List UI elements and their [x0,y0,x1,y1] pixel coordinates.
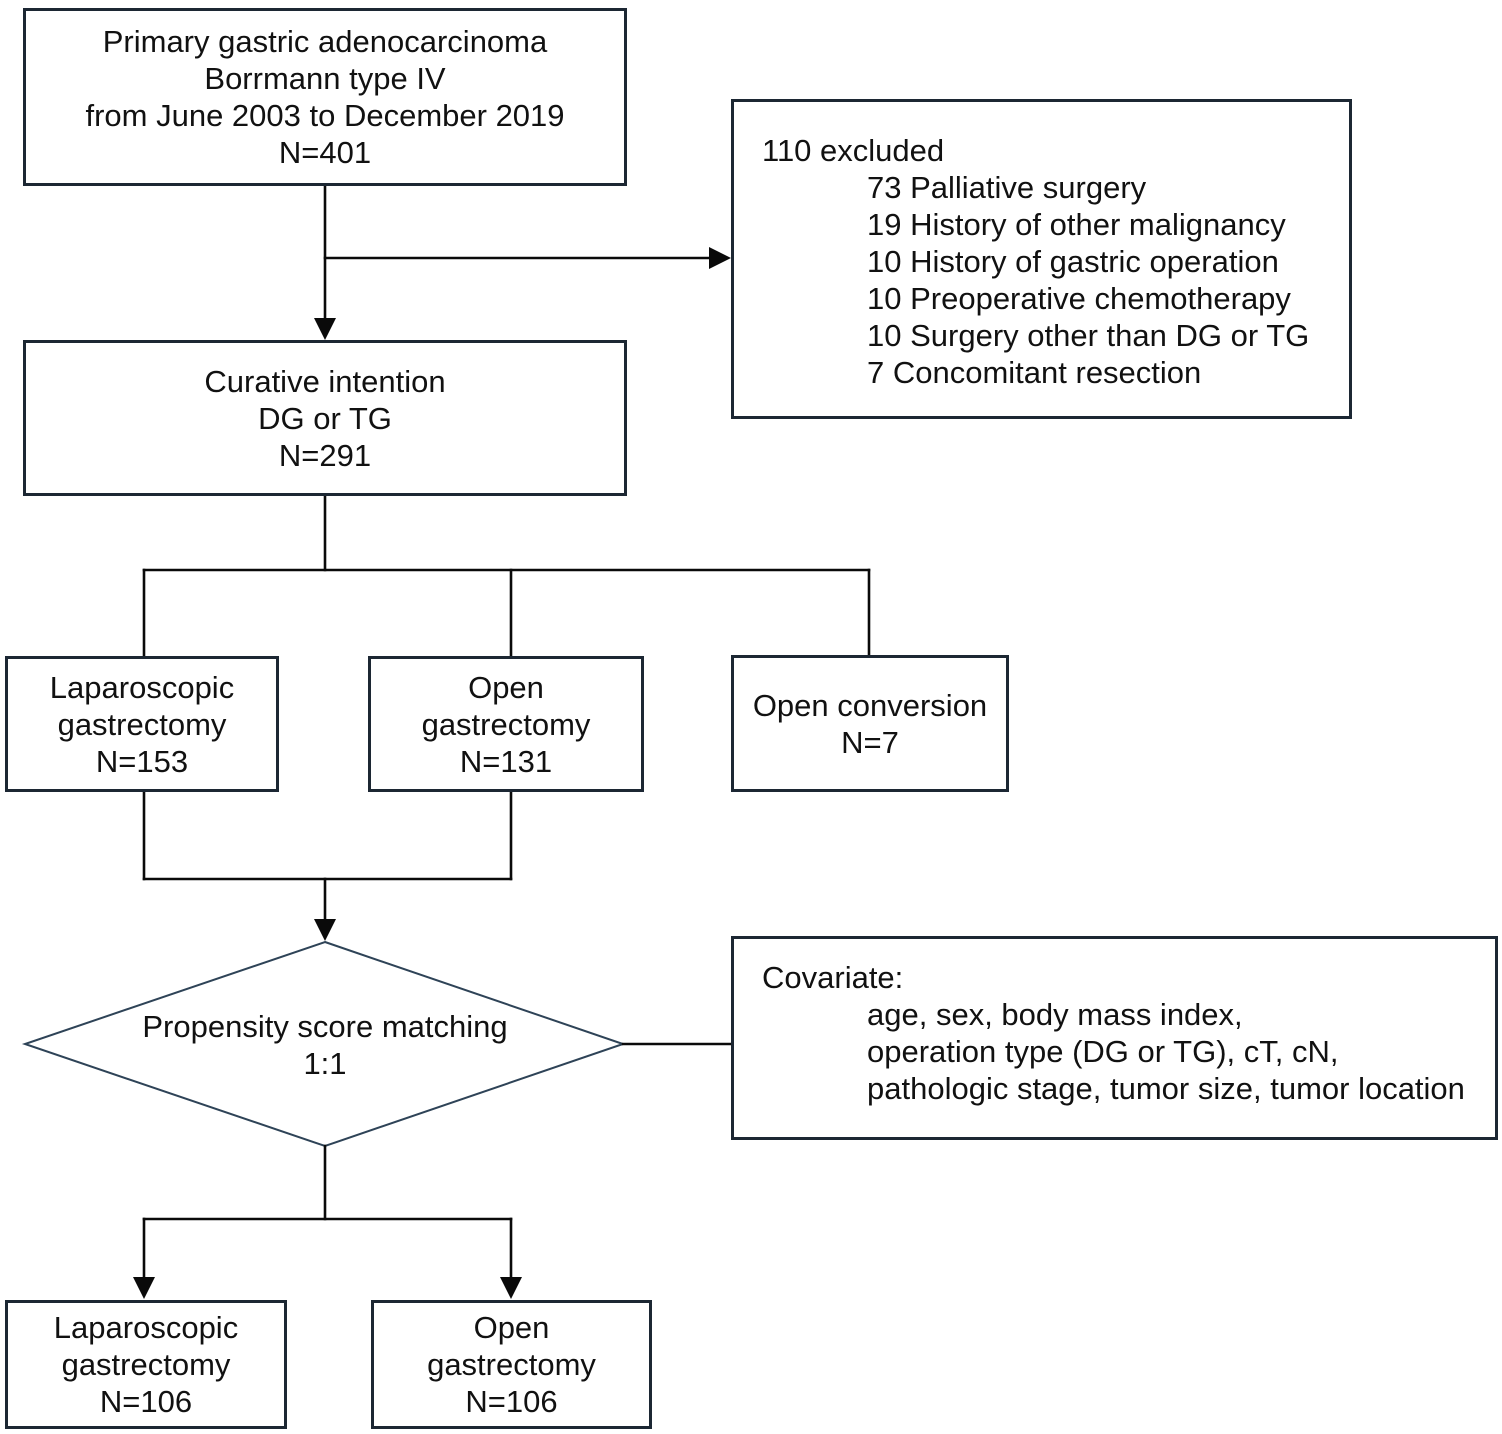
excluded-item: 73 Palliative surgery [867,170,1147,205]
box-open-conversion: Open conversion N=7 [731,655,1009,792]
text-line: N=106 [99,1384,193,1419]
text-line: gastrectomy [57,706,227,742]
text-line: Curative intention [204,363,446,399]
text-line: gastrectomy [427,1347,596,1382]
text-line: gastrectomy [61,1347,231,1382]
text-line: DG or TG [258,400,392,436]
box-open-unmatched: Open gastrectomy N=131 [368,656,644,792]
excluded-item: 7 Concomitant resection [867,355,1202,390]
text-line: Open [473,1310,550,1345]
box-excluded: 110 excluded 73 Palliative surgery 19 Hi… [731,99,1352,419]
arrowhead-down-icon [314,318,336,340]
arrowhead-right-icon [709,247,731,269]
box-covariate: Covariate: age, sex, body mass index, op… [731,936,1498,1140]
text-line: Laparoscopic [53,1310,239,1345]
box-curative-intention: Curative intention DG or TG N=291 [23,340,627,496]
arrowhead-down-icon [500,1277,522,1299]
covariate-item: pathologic stage, tumor size, tumor loca… [867,1071,1465,1106]
excluded-item: 10 History of gastric operation [867,244,1279,279]
box-primary-cohort: Primary gastric adenocarcinoma Borrmann … [23,8,627,186]
box-open-matched: Open gastrectomy N=106 [371,1300,652,1429]
text-line: Propensity score matching [142,1009,508,1044]
excluded-item: 10 Surgery other than DG or TG [867,318,1310,353]
covariate-item: age, sex, body mass index, [867,997,1243,1032]
excluded-header: 110 excluded [762,133,945,168]
text-line: Laparoscopic [49,669,235,705]
text-line: N=401 [278,135,372,170]
arrowhead-down-icon [133,1277,155,1299]
excluded-item: 19 History of other malignancy [867,207,1286,242]
text-line: 1:1 [303,1046,347,1081]
text-line: N=7 [841,724,899,760]
text-line: N=131 [459,743,553,779]
text-line: Borrmann type IV [204,61,446,96]
excluded-item: 10 Preoperative chemotherapy [867,281,1291,316]
arrowhead-down-icon [314,919,336,941]
box-laparoscopic-matched: Laparoscopic gastrectomy N=106 [5,1300,287,1429]
text-line: Open conversion [752,687,988,723]
text-line: N=106 [465,1384,558,1419]
text-line: Open [468,669,544,705]
text-line: N=291 [278,437,372,473]
text-line: from June 2003 to December 2019 [85,98,565,133]
text-line: N=153 [95,743,189,779]
box-laparoscopic-unmatched: Laparoscopic gastrectomy N=153 [5,656,279,792]
covariate-header: Covariate: [762,960,904,995]
covariate-item: operation type (DG or TG), cT, cN, [867,1034,1339,1069]
psm-diamond-label: Propensity score matching 1:1 [25,944,625,1146]
text-line: gastrectomy [421,706,591,742]
text-line: Primary gastric adenocarcinoma [102,24,548,59]
